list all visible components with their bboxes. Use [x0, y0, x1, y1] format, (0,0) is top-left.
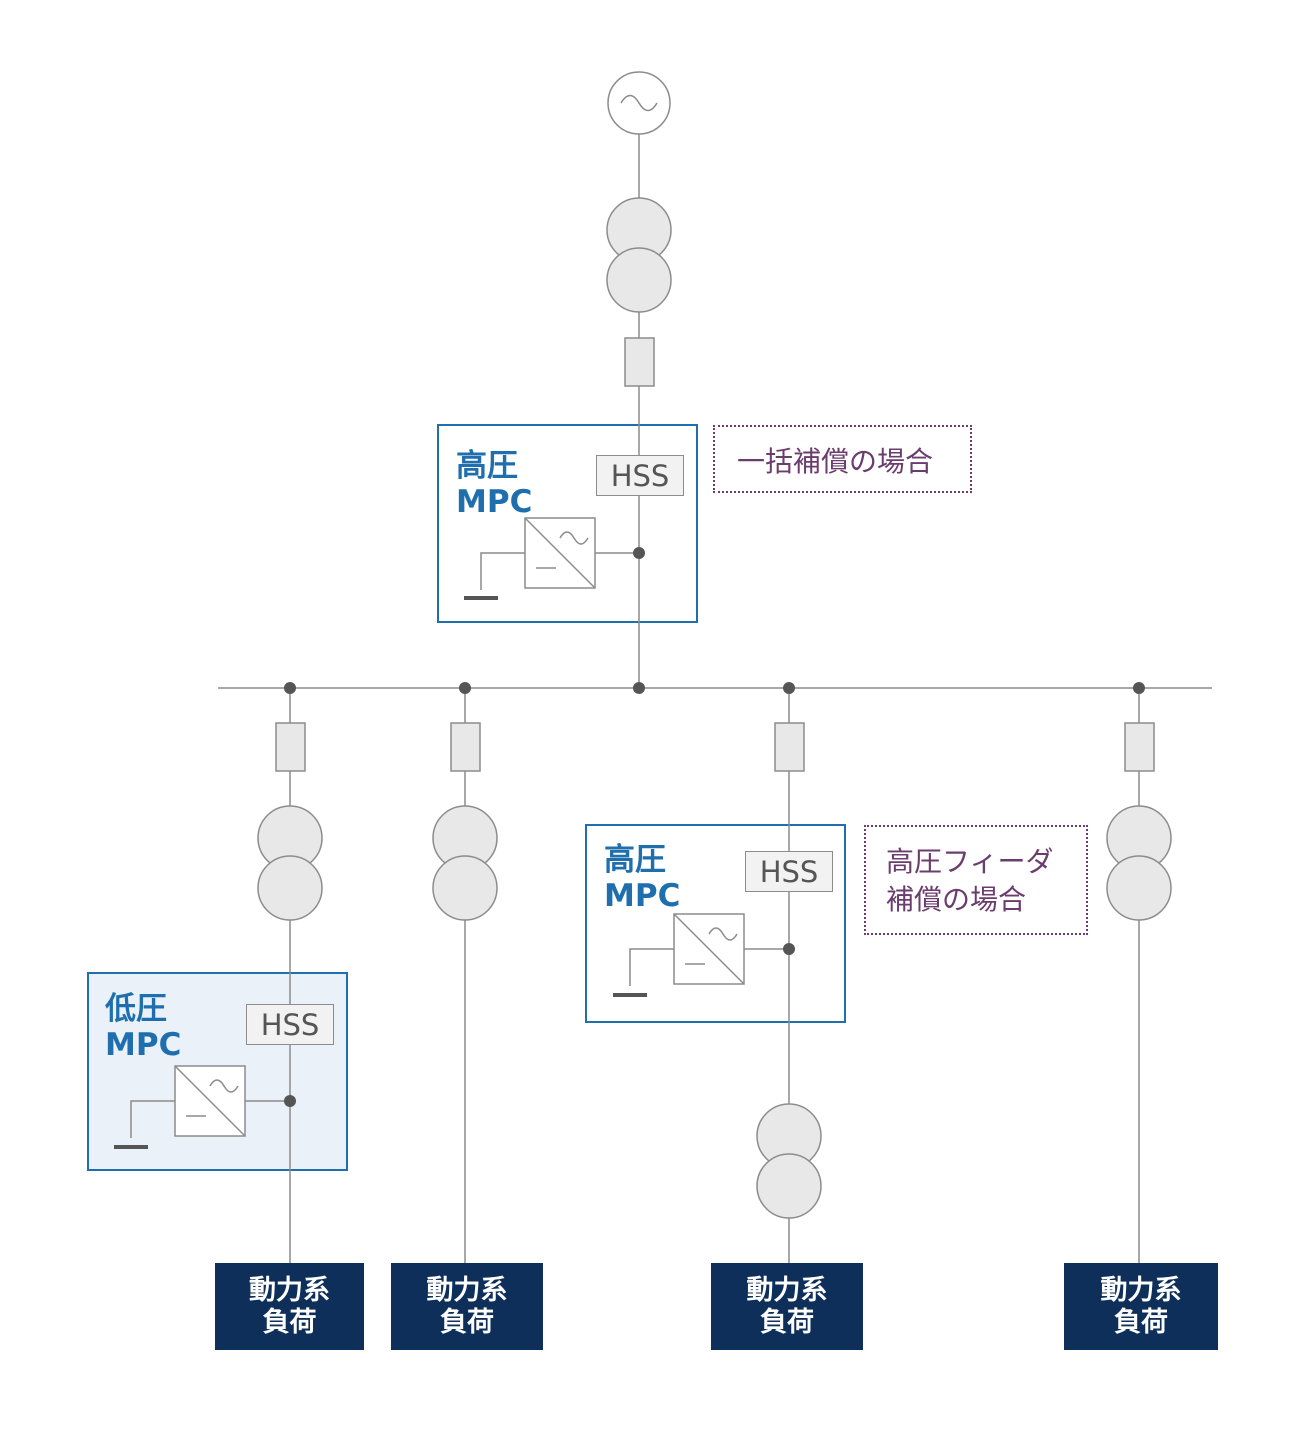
transformer-2-icon	[432, 805, 498, 921]
node-bus-trunk	[633, 682, 645, 694]
load-1-line1: 動力系	[249, 1274, 330, 1306]
mpc-top-label: 高圧 MPC	[456, 448, 532, 520]
converter-feeder-icon	[613, 913, 789, 997]
load-3-line1: 動力系	[746, 1274, 828, 1306]
load-1-line2: 負荷	[262, 1306, 317, 1338]
node-mpc-feeder	[783, 943, 795, 955]
mpc-low-line1: 低圧	[105, 991, 167, 1027]
load-box-1: 動力系 負荷	[215, 1263, 364, 1350]
generator-icon	[607, 71, 671, 135]
load-3-line2: 負荷	[760, 1306, 814, 1338]
transformer-1-icon	[257, 805, 323, 921]
note-feeder-line2: 補償の場合	[886, 883, 1027, 916]
node-bus-2	[459, 682, 471, 694]
load-4-line2: 負荷	[1114, 1306, 1168, 1338]
main-breaker-icon	[624, 337, 655, 387]
mpc-feeder-label: 高圧 MPC	[604, 842, 680, 914]
load-box-3: 動力系 負荷	[711, 1263, 863, 1350]
mpc-feeder-line1: 高圧	[604, 842, 666, 878]
node-mpc-low	[284, 1095, 296, 1107]
converter-top-icon	[464, 517, 639, 600]
hss-feeder: HSS	[745, 851, 833, 892]
note-feeder-compensation: 高圧フィーダ 補償の場合	[864, 825, 1088, 935]
node-bus-4	[1133, 682, 1145, 694]
main-transformer-icon	[606, 197, 672, 313]
load-2-line1: 動力系	[426, 1274, 508, 1306]
note-bulk-compensation: 一括補償の場合	[713, 425, 972, 493]
node-bus-3	[783, 682, 795, 694]
breaker-2-icon	[450, 722, 481, 772]
converter-low-icon	[114, 1065, 290, 1149]
node-mpc-top	[633, 547, 645, 559]
mpc-top-line1: 高圧	[456, 448, 518, 484]
load-2-line2: 負荷	[440, 1306, 494, 1338]
breaker-3-icon	[774, 722, 805, 772]
load-box-4: 動力系 負荷	[1064, 1263, 1218, 1350]
note-feeder-line1: 高圧フィーダ	[886, 845, 1054, 878]
mpc-top-line2: MPC	[456, 484, 533, 520]
mpc-low-label: 低圧 MPC	[105, 991, 181, 1063]
transformer-4-icon	[1106, 805, 1172, 921]
mpc-feeder-line2: MPC	[604, 878, 681, 914]
hss-low: HSS	[246, 1004, 334, 1045]
load-box-2: 動力系 負荷	[391, 1263, 543, 1350]
load-4-line1: 動力系	[1100, 1274, 1182, 1306]
transformer-3-icon	[756, 1103, 822, 1219]
node-bus-1	[284, 682, 296, 694]
note-bulk-line1: 一括補償の場合	[737, 445, 934, 478]
breaker-1-icon	[275, 722, 306, 772]
mpc-low-line2: MPC	[105, 1027, 182, 1063]
hss-top: HSS	[596, 455, 684, 496]
breaker-4-icon	[1124, 722, 1155, 772]
